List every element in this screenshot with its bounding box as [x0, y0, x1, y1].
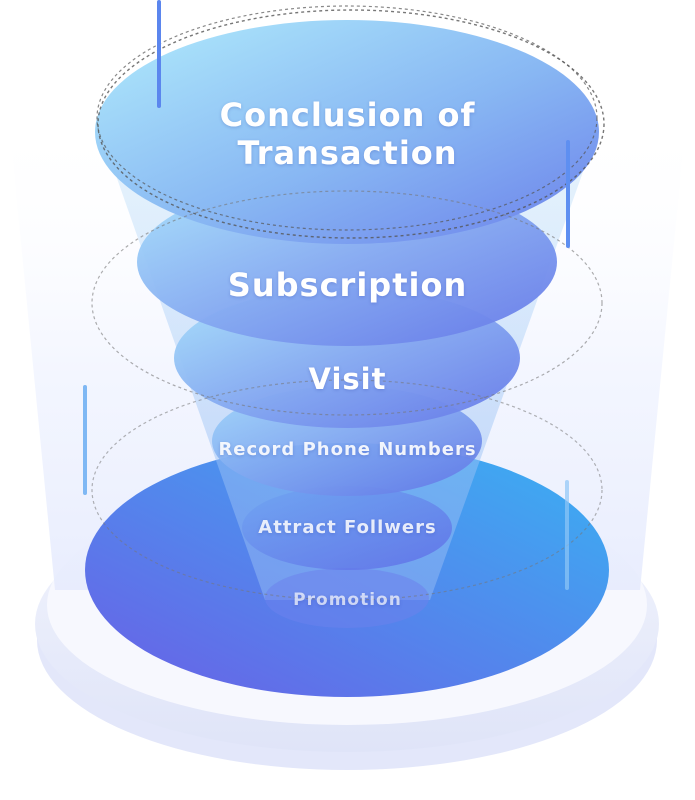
stage-6-disc [265, 568, 429, 628]
stage-3-label: Visit [308, 362, 387, 396]
stage-1-label-line1: Conclusion of [219, 96, 476, 134]
stage-2-label: Subscription [227, 266, 468, 304]
stage-1-label: Conclusion of Transaction [0, 96, 695, 173]
accent-bars [83, 0, 570, 590]
stage-5-disc [242, 486, 452, 570]
stage-1-disc [95, 20, 599, 244]
dashed-rings [91, 5, 605, 601]
stage-4-label: Record Phone Numbers [218, 439, 477, 460]
stage-6-label: Promotion [293, 590, 402, 610]
stage-5-label: Attract Follwers [258, 517, 437, 538]
stage-1-label-line2: Transaction [237, 134, 458, 173]
